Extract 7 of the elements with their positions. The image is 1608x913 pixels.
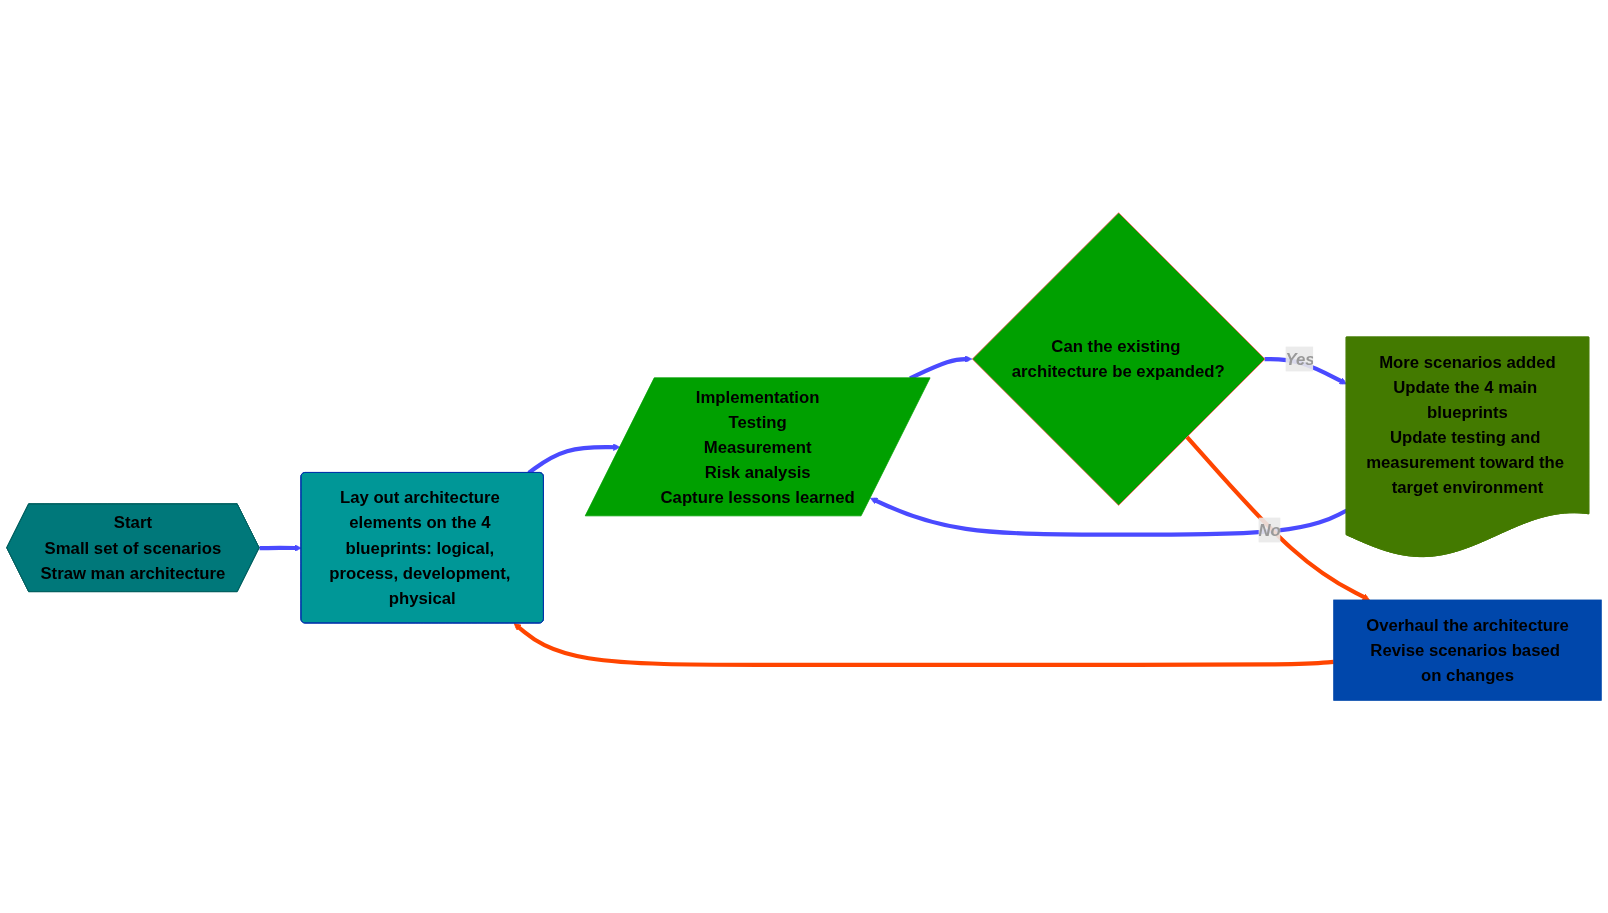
arrow <box>870 497 1348 537</box>
node-box: Overhaul the architecture Revise scenarios based on changes <box>1333 599 1602 701</box>
arrow <box>259 544 302 552</box>
node-diamond: Can the existing architecture be expanded? <box>971 212 1266 506</box>
arrow <box>1185 435 1370 601</box>
arrow <box>513 623 1334 667</box>
edge-label: No <box>1258 520 1281 540</box>
